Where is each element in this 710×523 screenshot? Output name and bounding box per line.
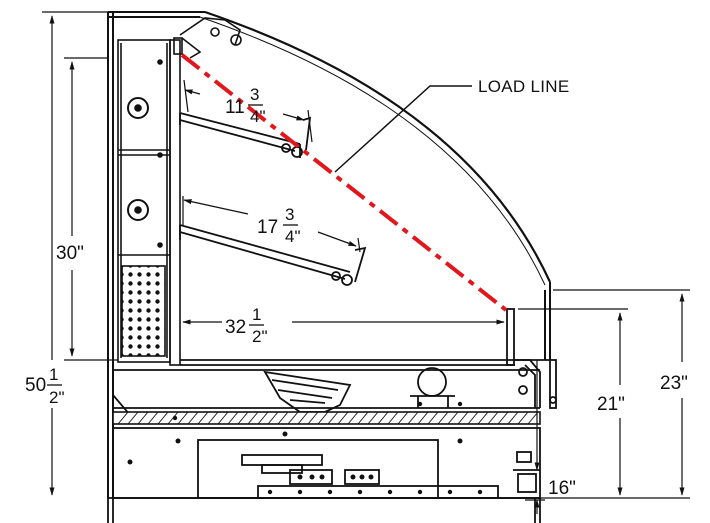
svg-text:50: 50 bbox=[25, 375, 46, 396]
insulation-band bbox=[112, 411, 541, 425]
svg-text:17: 17 bbox=[257, 217, 278, 238]
svg-text:2": 2" bbox=[49, 388, 65, 407]
dimension-23-line bbox=[520, 289, 690, 499]
shelf-lower bbox=[179, 224, 367, 286]
load-line bbox=[180, 53, 508, 312]
svg-text:11: 11 bbox=[225, 97, 245, 118]
dimension-deck-label: 32 1 2" bbox=[225, 305, 268, 346]
svg-text:1: 1 bbox=[252, 305, 261, 324]
back-panel-fixtures bbox=[127, 59, 163, 248]
svg-text:4": 4" bbox=[250, 107, 266, 126]
dimension-30-line bbox=[64, 57, 118, 361]
vent-panel bbox=[121, 265, 166, 357]
load-line-leader bbox=[334, 85, 472, 173]
svg-text:4": 4" bbox=[285, 227, 301, 246]
shelf-upper bbox=[179, 112, 312, 158]
dimension-total-height-label: 50 1 2" bbox=[25, 365, 65, 407]
dimension-21-label: 21" bbox=[597, 394, 625, 415]
fastener-dots bbox=[127, 401, 483, 495]
load-line-label: LOAD LINE bbox=[478, 77, 570, 96]
base-cabinet bbox=[108, 427, 541, 499]
top-hinge-bracket bbox=[173, 17, 242, 59]
svg-text:1: 1 bbox=[49, 365, 58, 384]
svg-text:32: 32 bbox=[225, 317, 246, 338]
dimension-16-label: 16" bbox=[548, 478, 576, 499]
dimension-total-height-line bbox=[42, 11, 108, 496]
svg-text:3: 3 bbox=[250, 85, 259, 104]
dimension-21-line bbox=[518, 308, 628, 496]
svg-text:3: 3 bbox=[285, 205, 294, 224]
dimension-upper-shelf-label: 11 3 4" bbox=[225, 85, 266, 126]
svg-text:2": 2" bbox=[252, 327, 268, 346]
dimension-lower-shelf-label: 17 3 4" bbox=[257, 205, 301, 246]
deck bbox=[180, 308, 557, 409]
dimension-23-label: 23" bbox=[660, 373, 688, 394]
back-panel bbox=[117, 39, 181, 366]
dimension-upper-shelf-line bbox=[183, 79, 313, 143]
base-feet bbox=[107, 498, 541, 523]
dimension-30-label: 30" bbox=[56, 243, 84, 264]
lower-compartment bbox=[112, 367, 540, 416]
dimension-lower-shelf-line bbox=[182, 196, 361, 253]
